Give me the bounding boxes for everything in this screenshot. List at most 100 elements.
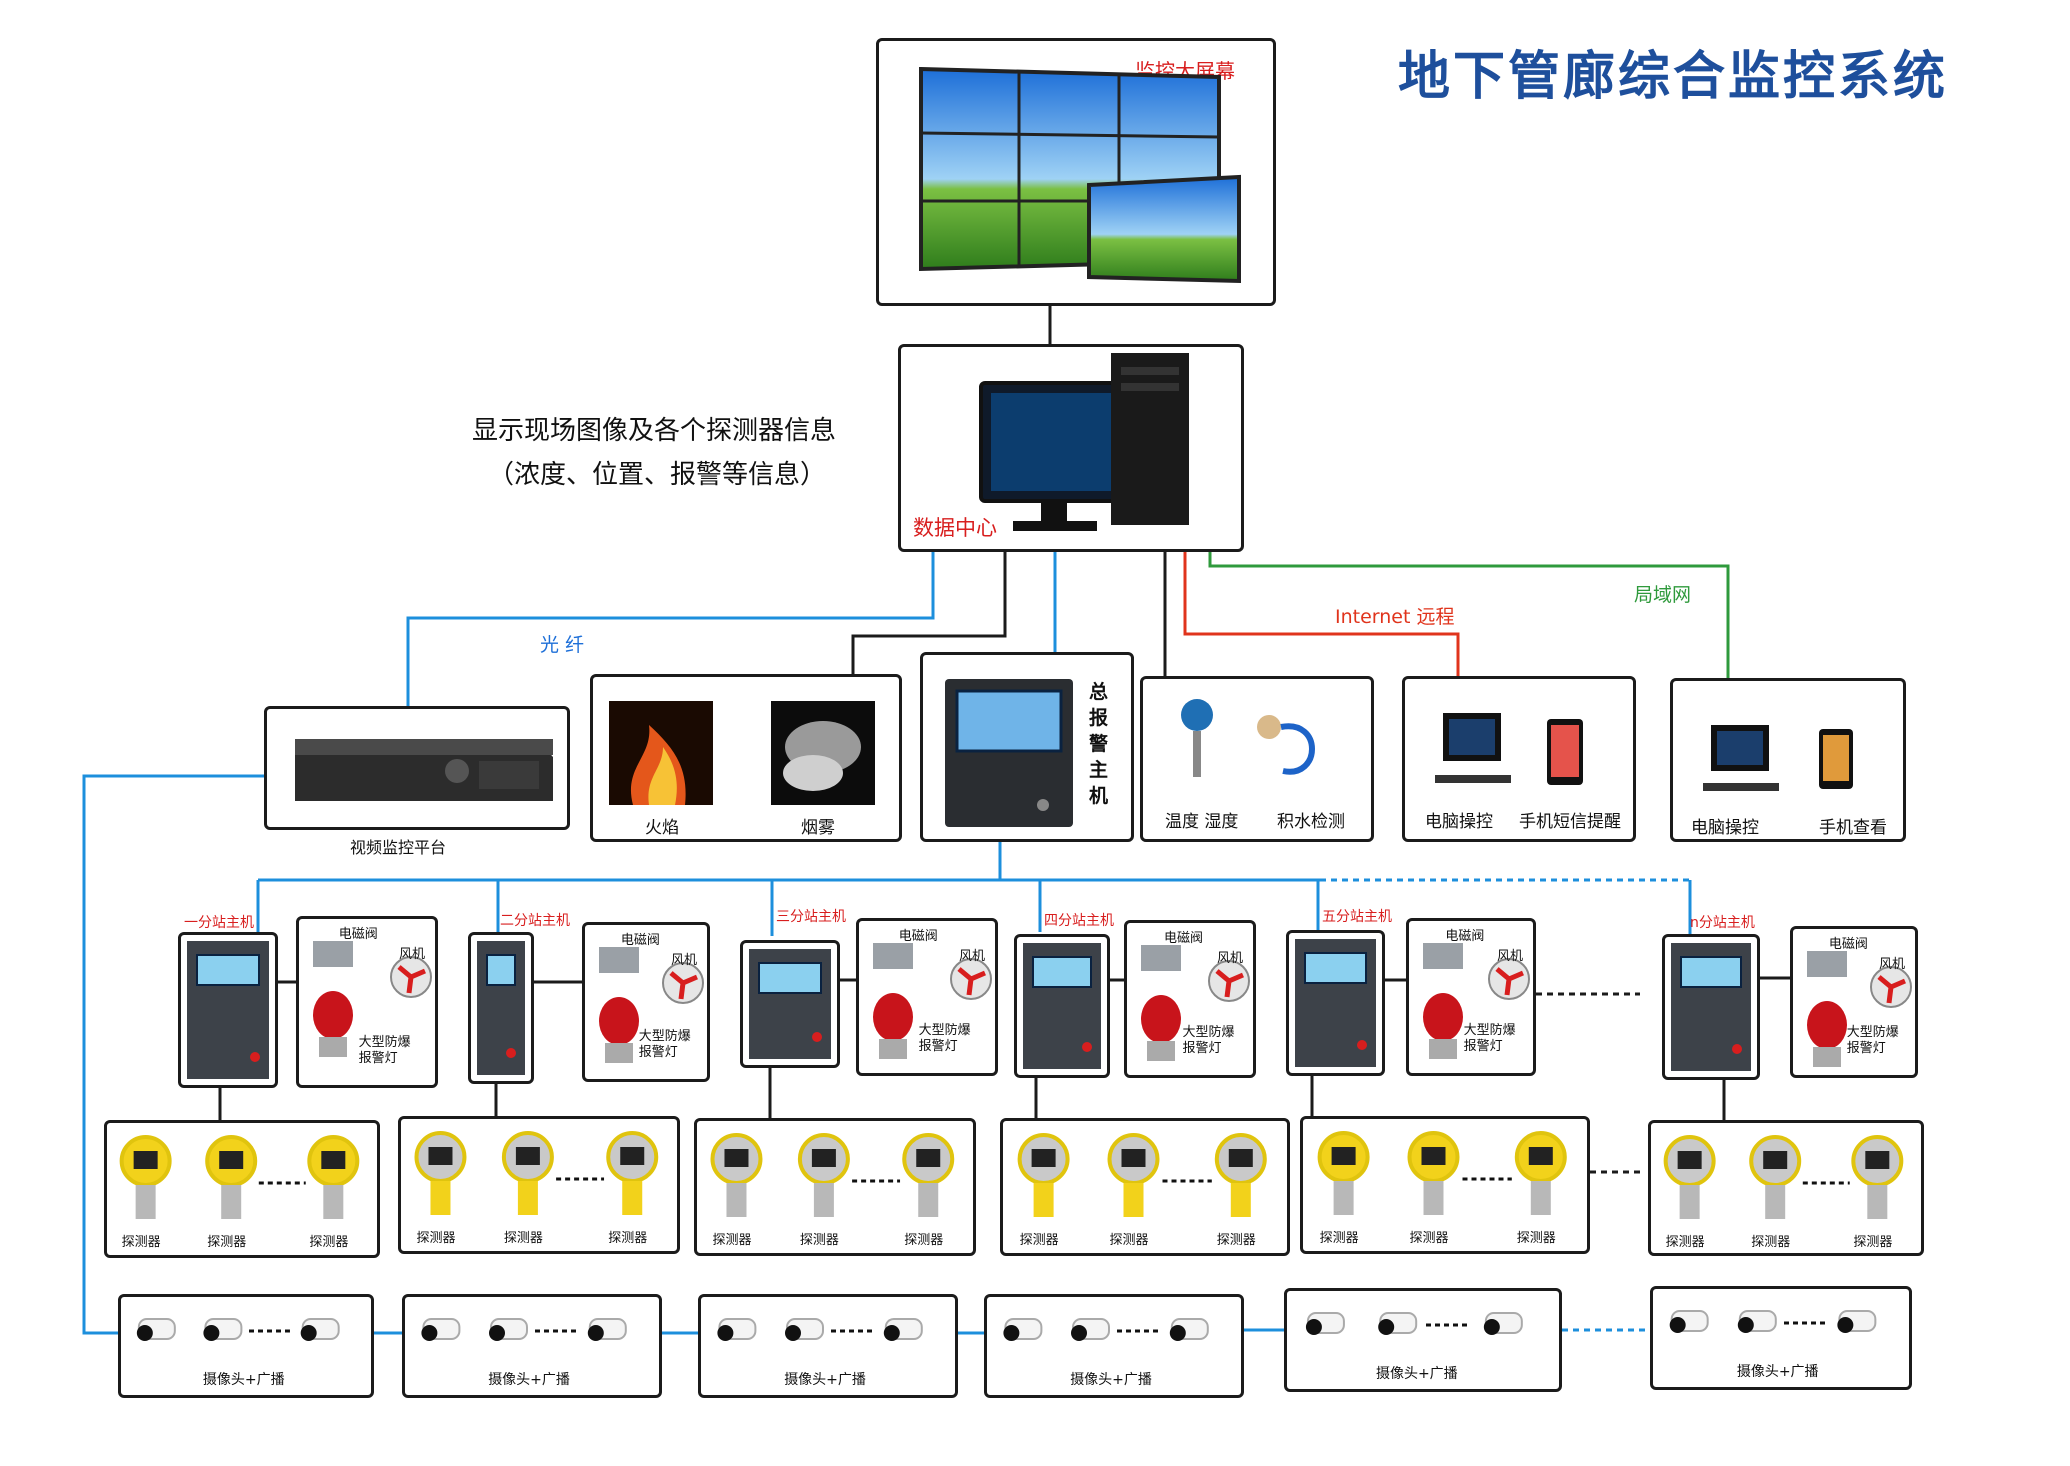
info-line-2: （浓度、位置、报警等信息）: [488, 460, 827, 490]
detector-icons: [1663, 1135, 1904, 1219]
camera-label: 摄像头+广播: [202, 1372, 285, 1388]
detector-label: 探测器: [1409, 1231, 1449, 1246]
nvr-icon: [295, 739, 553, 801]
camera-icons: [421, 1318, 627, 1341]
detector-body: [1765, 1185, 1786, 1219]
detector-icons: [119, 1135, 360, 1219]
fan-blades: [957, 967, 986, 996]
fan-blades: [397, 965, 426, 994]
camera-lens: [1378, 1319, 1395, 1335]
station-led: [506, 1048, 516, 1058]
station-host-box: [1014, 934, 1110, 1078]
alarm-lamp-icon: [1807, 1001, 1847, 1049]
fan-label: 风机: [399, 947, 426, 962]
main-host-label: 总报警主机: [1089, 681, 1109, 807]
station-led: [1082, 1042, 1092, 1052]
detector-body: [517, 1181, 538, 1215]
detector-icons: [710, 1133, 955, 1217]
station-device-box: 电磁阀风机大型防爆报警灯: [1124, 920, 1256, 1078]
alarm-lamp-base: [1429, 1039, 1457, 1059]
camera-icons: [136, 1318, 340, 1341]
detector-label: 探测器: [503, 1231, 543, 1246]
detector-display: [515, 1147, 540, 1165]
valve-icon: [1423, 943, 1463, 969]
detector-label: 探测器: [608, 1231, 648, 1246]
detector-display: [811, 1149, 836, 1167]
detector-label: 探测器: [1019, 1233, 1059, 1248]
camera-box: 摄像头+广播: [698, 1294, 958, 1398]
camera-label: 摄像头+广播: [1070, 1372, 1152, 1388]
flame-label: 火焰: [645, 818, 679, 838]
camera-lens: [587, 1325, 604, 1341]
sms-label: 手机短信提醒: [1519, 812, 1621, 832]
valve-label: 电磁阀: [898, 929, 938, 944]
valve-icon: [313, 941, 353, 967]
station-device-box: 电磁阀风机大型防爆报警灯: [1406, 918, 1536, 1076]
station-device-icons: [599, 947, 704, 1063]
alarm-lamp-base: [1147, 1041, 1175, 1061]
video-wall-icon: [919, 66, 1241, 284]
detector-display: [1677, 1151, 1702, 1169]
alarm-lamp-base: [879, 1039, 907, 1059]
computer-icon: [979, 353, 1189, 531]
detector-body: [1230, 1183, 1251, 1217]
detector-label: 探测器: [309, 1235, 349, 1250]
valve-label: 电磁阀: [1445, 929, 1485, 944]
detector-body: [1679, 1185, 1700, 1219]
camera-lens: [785, 1325, 801, 1341]
nvr-label: 视频监控平台: [350, 838, 447, 857]
detector-body: [726, 1183, 747, 1217]
camera-lens: [300, 1325, 317, 1341]
detector-icons: [1017, 1133, 1267, 1217]
detector-display: [1228, 1149, 1253, 1167]
detector-body: [1530, 1181, 1551, 1215]
valve-label: 电磁阀: [338, 927, 378, 942]
detector-label: 探测器: [1109, 1233, 1149, 1248]
alarm-lamp-base: [605, 1043, 633, 1063]
temp-water-box: 温度 湿度 积水检测: [1140, 676, 1374, 842]
lamp-label: 大型防爆报警灯: [1182, 1025, 1235, 1056]
camera-lens: [203, 1325, 220, 1341]
pc1-label: 电脑操控: [1425, 812, 1493, 832]
datacenter-label: 数据中心: [913, 516, 997, 540]
camera-lens: [1837, 1317, 1854, 1333]
camera-icons: [1003, 1318, 1209, 1341]
detector-box: 探测器探测器探测器: [694, 1118, 976, 1256]
detector-icons: [1317, 1131, 1567, 1215]
lamp-label: 大型防爆报警灯: [638, 1029, 691, 1060]
camera-icons: [717, 1318, 923, 1341]
alarm-lamp-icon: [1423, 993, 1463, 1041]
detector-label: 探测器: [904, 1233, 944, 1248]
camera-lens: [489, 1325, 505, 1341]
camera-lens: [1483, 1319, 1500, 1335]
detector-label: 探测器: [1853, 1235, 1893, 1250]
alarm-lamp-icon: [1141, 995, 1181, 1043]
camera-lens: [1003, 1325, 1020, 1341]
station-label: 二分站主机: [500, 913, 570, 929]
detector-label: 探测器: [416, 1231, 456, 1246]
fan-blades: [1495, 967, 1524, 996]
lan-label: 局域网: [1634, 584, 1692, 606]
detector-body: [1033, 1183, 1054, 1217]
camera-label: 摄像头+广播: [784, 1372, 866, 1388]
station-device-box: 电磁阀风机大型防爆报警灯: [856, 918, 998, 1076]
temp-label: 温度 湿度: [1165, 812, 1239, 832]
flame-smoke-icons: [609, 701, 875, 805]
nvr-box: [264, 706, 570, 830]
station-led: [1732, 1044, 1742, 1054]
detector-display: [321, 1151, 346, 1169]
detector-display: [1763, 1151, 1788, 1169]
station-label: 三分站主机: [776, 909, 846, 925]
station-screen: [486, 954, 516, 986]
station-screen: [1304, 952, 1367, 984]
detector-box: 探测器探测器探测器: [104, 1120, 380, 1258]
valve-label: 电磁阀: [1828, 937, 1868, 952]
detector-icons: [414, 1131, 659, 1215]
station-device-box: 电磁阀风机大型防爆报警灯: [1790, 926, 1918, 1078]
station-host-box: [178, 932, 278, 1088]
fan-blades: [669, 971, 698, 1000]
detector-body: [813, 1183, 834, 1217]
detector-display: [916, 1149, 941, 1167]
fan-blades: [1877, 975, 1906, 1004]
detector-box: 探测器 探测器 探测器: [398, 1116, 680, 1254]
